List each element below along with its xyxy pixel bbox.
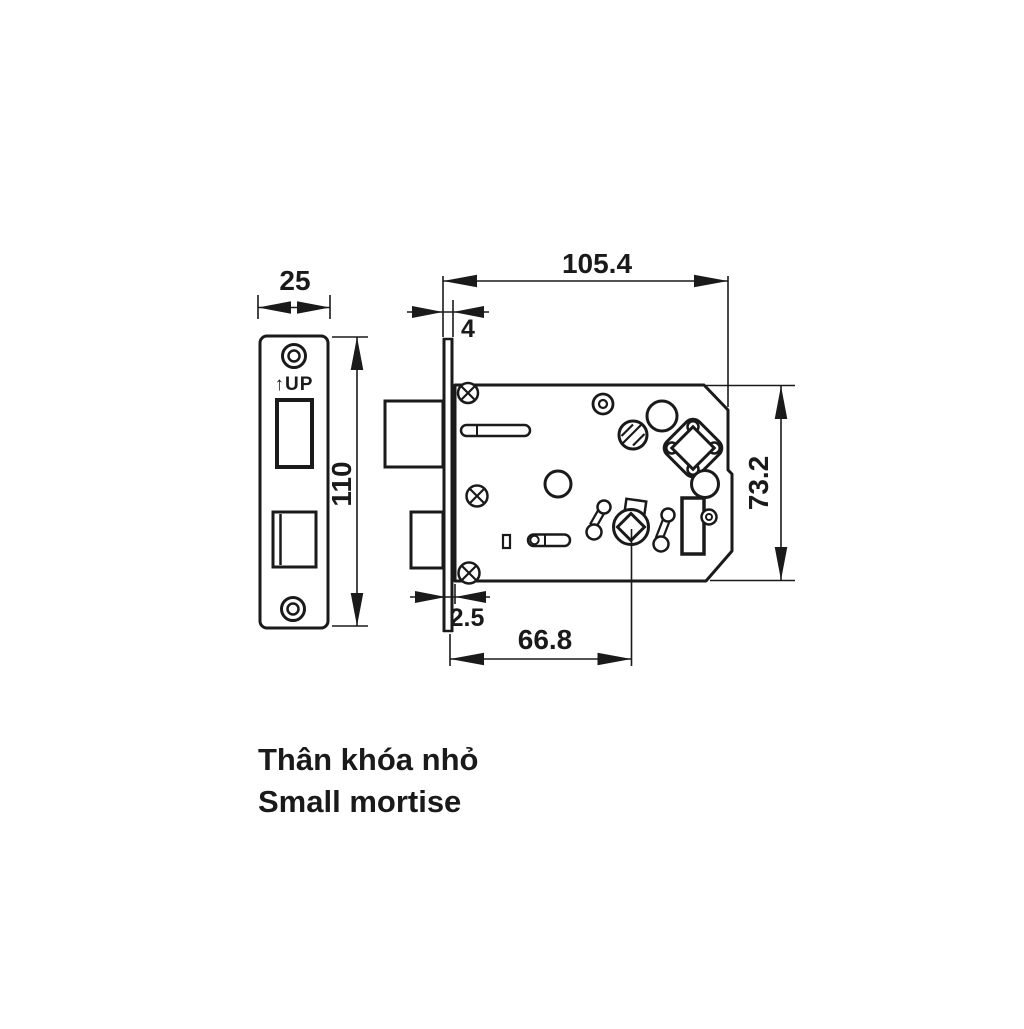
- faceplate-front-view: ↑UP: [258, 334, 330, 630]
- center-hole: [543, 469, 573, 499]
- spindle-follower: [662, 417, 724, 479]
- dimension-body-length: 105.4: [442, 248, 729, 407]
- dim-faceplate-thickness-label: 4: [461, 315, 475, 343]
- caption-line1: Thân khóa nhỏ: [258, 742, 478, 777]
- arrowhead: [455, 591, 486, 603]
- dim-backset-label: 66.8: [518, 624, 573, 655]
- up-marking: ↑UP: [275, 374, 314, 395]
- rivet-bottom-right: [700, 508, 718, 526]
- dimension-body-height: 73.2: [706, 384, 795, 582]
- dimension-backset: 66.8: [449, 529, 633, 666]
- screw-middle-left: [465, 484, 489, 508]
- dimension-faceplate-height: 110: [326, 336, 368, 627]
- arrowhead: [597, 652, 632, 666]
- caption: Thân khóa nhỏ Small mortise: [258, 742, 478, 819]
- latch-cutout: [271, 510, 318, 569]
- faceplate-side-view: [442, 337, 454, 633]
- upper-slot: [459, 423, 532, 438]
- lock-body-internals: [456, 381, 724, 585]
- deadbolt-cutout: [275, 398, 314, 469]
- arrowhead: [453, 306, 484, 318]
- arrowhead: [774, 547, 788, 580]
- screw-top-left: [456, 381, 480, 405]
- stop-plate: [680, 496, 706, 556]
- dim-body-length-label: 105.4: [562, 248, 632, 279]
- latchbolt-side-view: [409, 510, 445, 570]
- arrowhead: [258, 301, 291, 314]
- caption-line2: Small mortise: [258, 784, 461, 819]
- cylinder-hole: [645, 399, 679, 433]
- arrowhead: [450, 652, 484, 666]
- screw-bottom-left: [457, 561, 481, 585]
- deadbolt-side-view: [383, 399, 445, 469]
- arrowhead: [297, 301, 330, 314]
- lower-slot: [526, 533, 572, 548]
- dimension-plate-offset: 2.5: [410, 584, 490, 632]
- dim-body-height-label: 73.2: [743, 456, 774, 511]
- faceplate-bottom-screw-hole: [280, 596, 306, 622]
- arrowhead: [415, 591, 446, 603]
- arrowhead: [350, 337, 364, 370]
- arrowhead: [774, 386, 788, 419]
- rivet-top-middle: [591, 392, 615, 416]
- arrowhead: [412, 306, 443, 318]
- pin-hole: [690, 469, 720, 499]
- arrowhead: [694, 274, 728, 288]
- dim-plate-offset-label: 2.5: [450, 604, 485, 632]
- dim-faceplate-width-label: 25: [279, 265, 310, 296]
- dimension-faceplate-width: 25: [257, 265, 331, 319]
- arrowhead: [443, 274, 477, 288]
- dim-faceplate-height-label: 110: [326, 461, 357, 506]
- spring-right: [652, 507, 676, 553]
- small-slot: [501, 533, 512, 550]
- spring-left: [585, 499, 612, 541]
- slotted-screw: [617, 419, 649, 451]
- dimension-faceplate-thickness: 4: [407, 300, 489, 343]
- faceplate-top-screw-hole: [281, 343, 307, 369]
- arrowhead: [350, 593, 364, 626]
